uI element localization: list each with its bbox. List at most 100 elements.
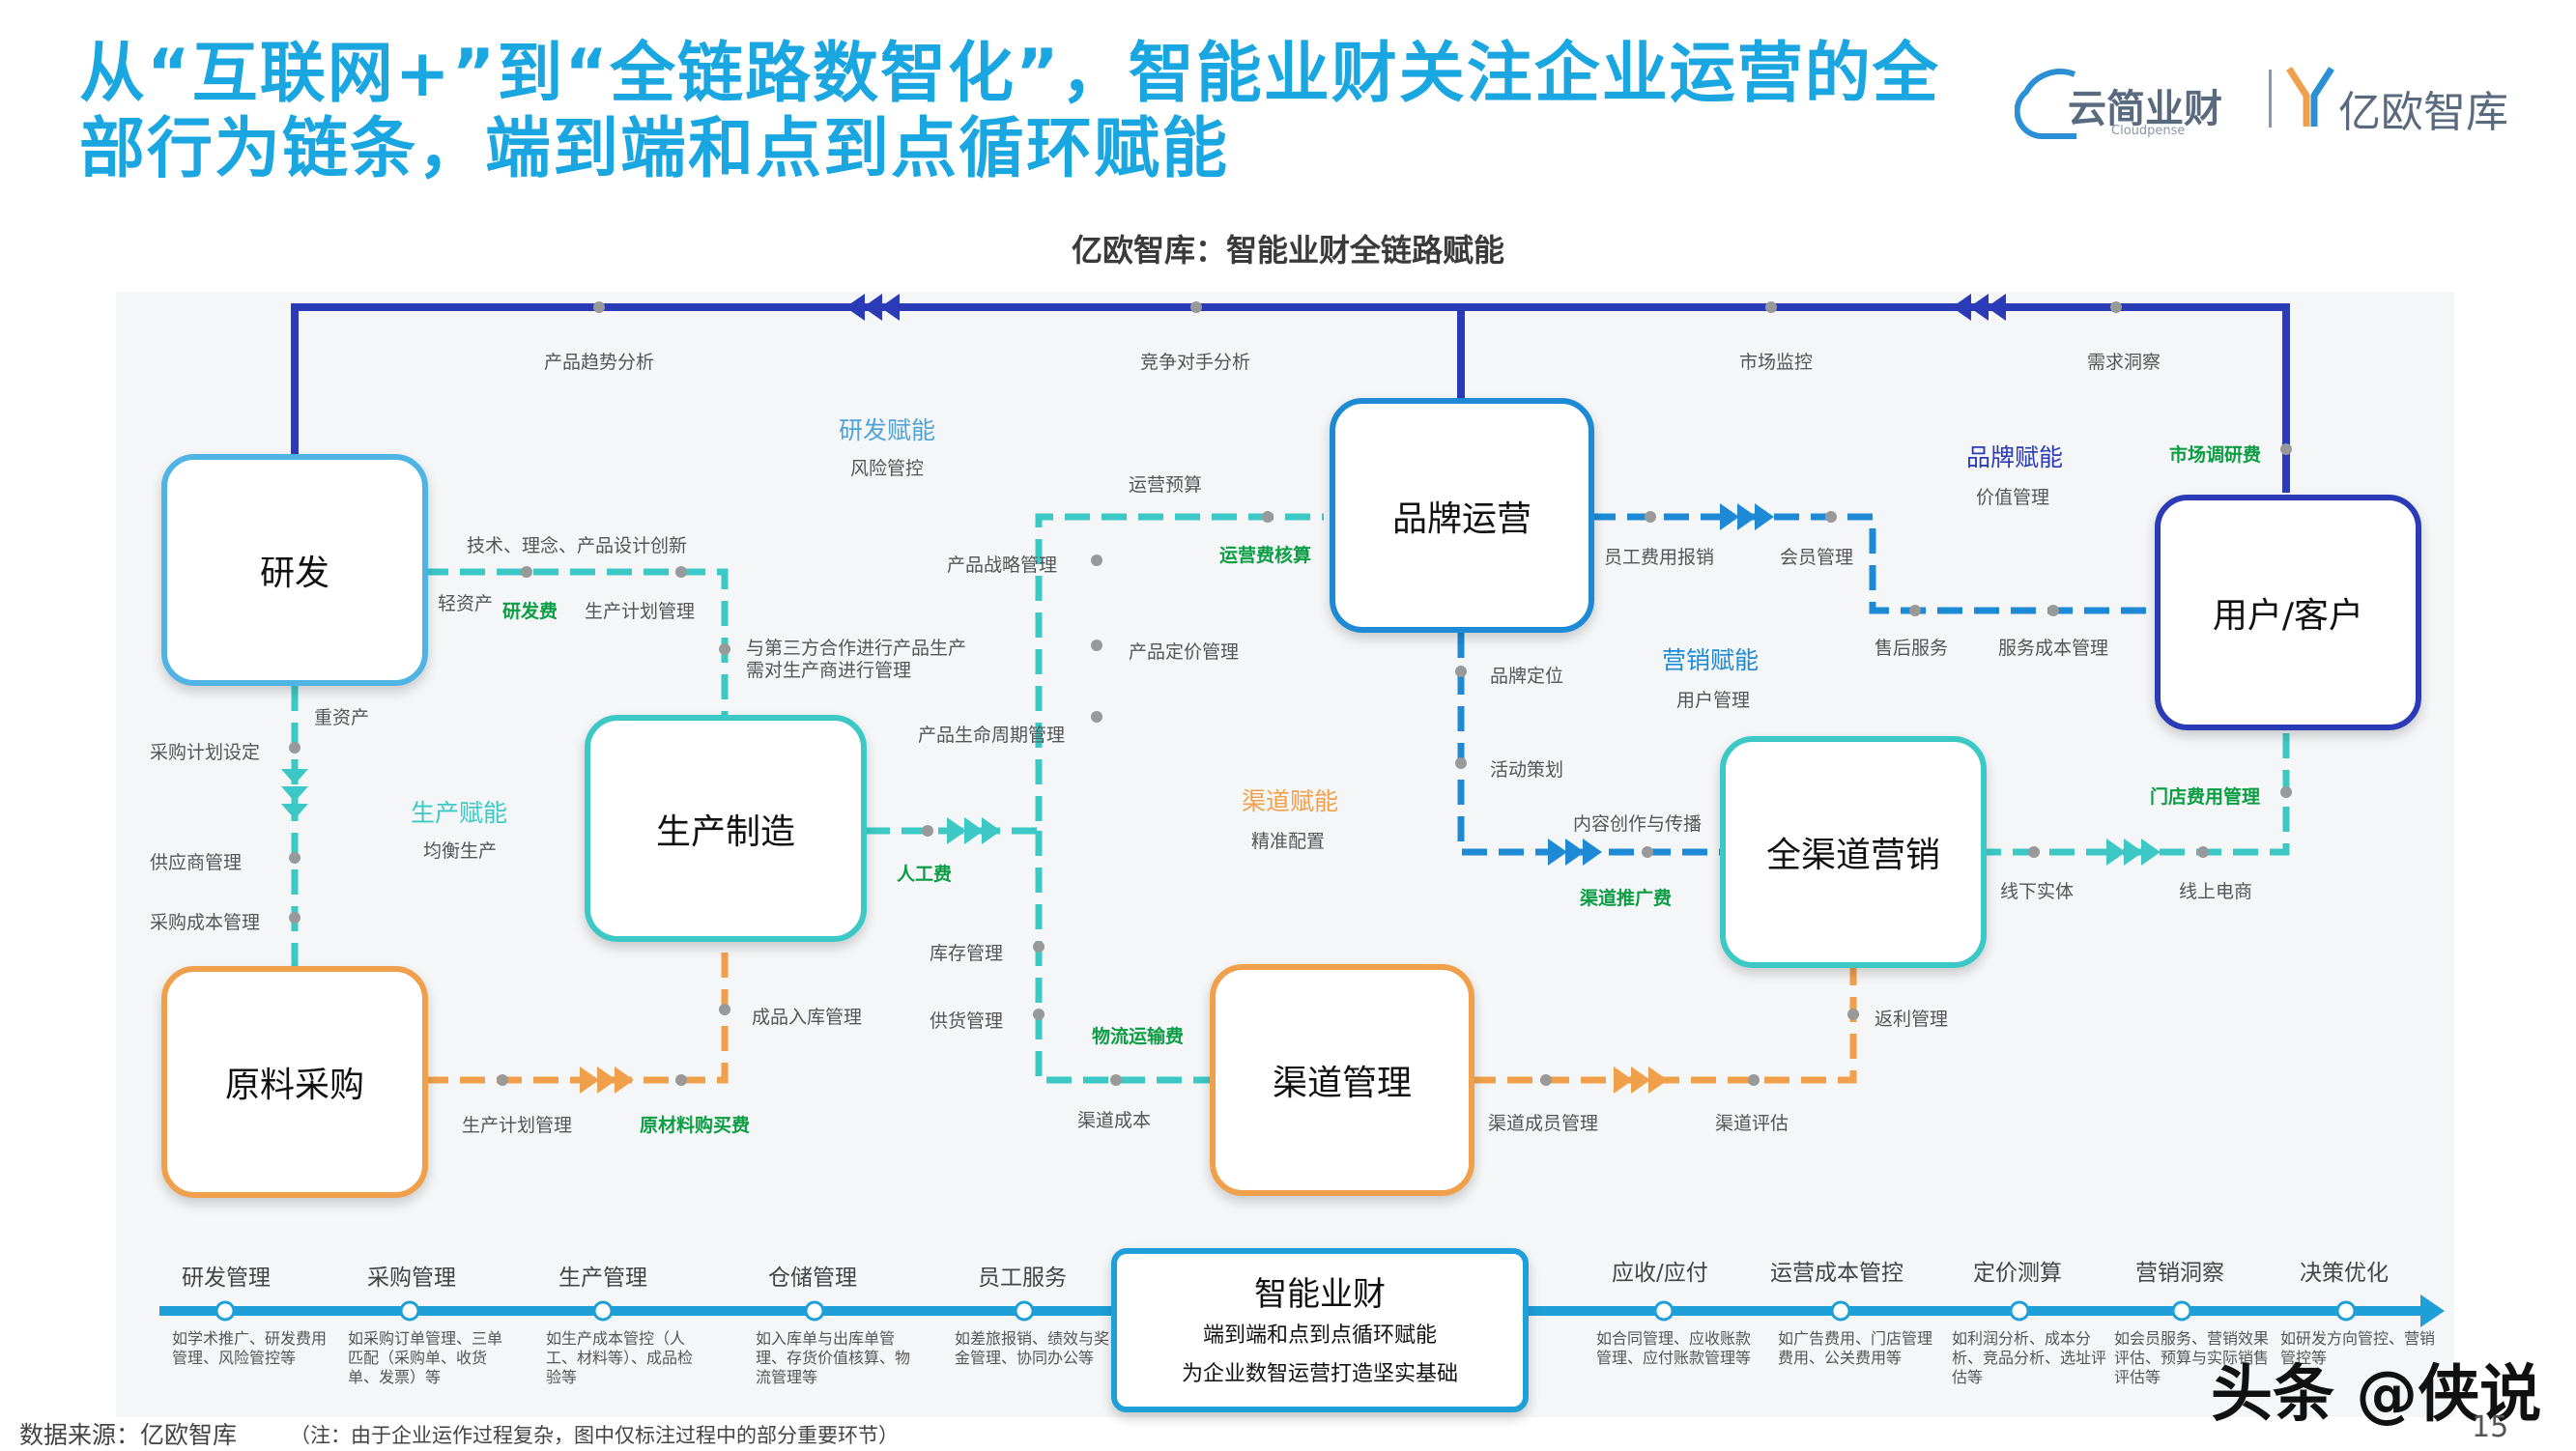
label-purchase-cost: 采购成本管理 xyxy=(150,912,261,933)
label-prod-plan-2: 生产计划管理 xyxy=(462,1115,573,1136)
production-to-channel xyxy=(1035,831,1213,1084)
label-competitor: 竞争对手分析 xyxy=(1140,352,1251,373)
timeline-ar-ap-desc: 如合同管理、应收账款管理、应付账款管理等 xyxy=(1596,1329,1752,1367)
yiou-logo-icon xyxy=(2286,67,2334,127)
section-rnd-sub: 风险管控 xyxy=(850,458,925,479)
timeline-warehouse-desc: 如入库单与出库单管理、存货价值核算、物流管理等 xyxy=(756,1329,911,1386)
timeline-ar-ap-head: 应收/应付 xyxy=(1612,1261,1708,1286)
label-rebate: 返利管理 xyxy=(1875,1009,1949,1030)
section-channel-title: 渠道赋能 xyxy=(1242,787,1339,815)
label-partner-mgmt: 渠道成员管理 xyxy=(1488,1113,1599,1134)
channel-to-omni xyxy=(1471,968,1857,1084)
label-material-fee: 原材料购买费 xyxy=(640,1115,751,1136)
timeline-decision-desc: 如研发方向管控、营销管控等 xyxy=(2280,1329,2436,1367)
node-brand: 品牌运营 xyxy=(1330,398,1594,633)
label-positioning: 品牌定位 xyxy=(1490,666,1564,687)
diagram-title: 亿欧智库：智能业财全链路赋能 xyxy=(1071,232,1504,269)
label-inventory: 库存管理 xyxy=(930,943,1004,964)
rnd-to-production xyxy=(423,568,729,715)
cyan-arrows xyxy=(281,769,2161,866)
label-activity: 活动策划 xyxy=(1490,759,1564,781)
timeline-production-head: 生产管理 xyxy=(558,1266,647,1291)
page-title: 从“互联网+”到“全链路数智化”，智能业财关注企业运营的全部行为链条，端到端和点… xyxy=(79,36,1940,187)
timeline-insight-head: 营销洞察 xyxy=(2135,1261,2224,1286)
label-light-asset: 轻资产 xyxy=(438,593,494,614)
section-production-sub: 均衡生产 xyxy=(423,840,498,862)
cloudpense-logo-icon xyxy=(2015,69,2076,140)
timeline-insight-desc: 如会员服务、营销效果评估、预算与实际销售评估等 xyxy=(2114,1329,2270,1386)
label-rnd-fee: 研发费 xyxy=(502,601,558,622)
timeline-rnd-desc: 如学术推广、研发费用管理、风险管控等 xyxy=(172,1329,328,1367)
timeline-warehouse-head: 仓储管理 xyxy=(768,1266,857,1291)
label-pricing: 产品定价管理 xyxy=(1129,641,1240,663)
timeline-opcost-head: 运营成本管控 xyxy=(1770,1261,1903,1286)
timeline-procure-head: 采购管理 xyxy=(367,1266,456,1291)
node-procurement: 原料采购 xyxy=(161,966,428,1198)
node-rnd: 研发 xyxy=(161,454,428,686)
label-supply: 供货管理 xyxy=(930,1010,1004,1032)
page-number: 15 xyxy=(2472,1410,2509,1444)
label-market-monitor: 市场监控 xyxy=(1739,352,1814,373)
label-demand: 需求洞察 xyxy=(2087,352,2161,373)
footer-note: （注：由于企业运作过程复杂，图中仅标注过程中的部分重要环节） xyxy=(290,1424,899,1447)
node-channel-mgmt: 渠道管理 xyxy=(1210,964,1474,1196)
node-customer: 用户/客户 xyxy=(2155,495,2421,730)
center-line-2: 为企业数智运营打造坚实基础 xyxy=(1181,1362,1458,1386)
label-supplier: 供应商管理 xyxy=(150,852,243,873)
timeline-opcost-desc: 如广告费用、门店管理费用、公关费用等 xyxy=(1778,1329,1933,1367)
logo-divider xyxy=(2269,70,2272,128)
cloudpense-logo-subtext: Cloudpense xyxy=(2111,124,2186,138)
label-member: 会员管理 xyxy=(1780,547,1854,568)
timeline-pricing-desc: 如利润分析、成本分析、竞品分析、选址评估等 xyxy=(1952,1329,2107,1386)
top-arrows xyxy=(845,294,2006,321)
label-channel-cost: 渠道成本 xyxy=(1077,1110,1152,1131)
procurement-to-production xyxy=(423,942,729,1084)
label-strategy: 产品战略管理 xyxy=(947,555,1058,576)
cloudpense-logo-text: 云简业财 xyxy=(2068,87,2222,131)
label-heavy-asset: 重资产 xyxy=(314,707,370,728)
label-ops-budget: 运营预算 xyxy=(1129,474,1203,496)
label-third-party: 与第三方合作进行产品生产需对生产商进行管理 xyxy=(746,638,967,681)
brand-to-customer xyxy=(1590,513,2151,614)
label-service-cost: 服务成本管理 xyxy=(1998,638,2109,659)
label-trend: 产品趋势分析 xyxy=(544,352,655,373)
label-content: 内容创作与传播 xyxy=(1573,813,1703,835)
brand-to-omni xyxy=(1457,633,1720,856)
yiou-logo-text: 亿欧智库 xyxy=(2338,88,2508,137)
label-labor-fee: 人工费 xyxy=(897,864,953,885)
label-channel-eval: 渠道评估 xyxy=(1715,1113,1789,1134)
label-warehouse-in: 成品入库管理 xyxy=(752,1007,863,1028)
label-market-research-fee: 市场调研费 xyxy=(2169,444,2262,466)
timeline-production-desc: 如生产成本管控（人工、材料等）、成品检验等 xyxy=(546,1329,694,1386)
top-loop-line xyxy=(291,303,2290,493)
section-channel-sub: 精准配置 xyxy=(1251,831,1326,852)
section-brand-title: 品牌赋能 xyxy=(1966,443,2064,471)
timeline-decision-head: 决策优化 xyxy=(2300,1261,2389,1286)
timeline-staff-desc: 如差旅报销、绩效与奖金管理、协同办公等 xyxy=(955,1329,1110,1367)
label-online: 线上电商 xyxy=(2179,881,2253,902)
section-marketing-sub: 用户管理 xyxy=(1676,690,1751,711)
section-rnd-title: 研发赋能 xyxy=(839,416,936,444)
omni-to-customer xyxy=(1976,729,2290,856)
section-marketing-title: 营销赋能 xyxy=(1662,646,1760,674)
blue-arrows xyxy=(1548,503,1774,866)
timeline-rnd-head: 研发管理 xyxy=(182,1266,271,1291)
data-source: 数据来源：亿欧智库 xyxy=(19,1421,238,1449)
connector-dots xyxy=(289,301,2292,1086)
label-store-fee: 门店费用管理 xyxy=(2150,786,2261,808)
timeline-pricing-head: 定价测算 xyxy=(1973,1261,2062,1286)
label-tech: 技术、理念、产品设计创新 xyxy=(467,535,688,556)
node-omni-marketing: 全渠道营销 xyxy=(1720,736,1987,968)
section-brand-sub: 价值管理 xyxy=(1976,487,2050,508)
label-after-sales: 售后服务 xyxy=(1875,638,1949,659)
label-purchase-plan: 采购计划设定 xyxy=(150,742,261,763)
timeline-procure-desc: 如采购订单管理、三单匹配（采购单、收货单、发票）等 xyxy=(348,1329,503,1386)
section-production-title: 生产赋能 xyxy=(411,799,508,827)
label-logistics-fee: 物流运输费 xyxy=(1092,1026,1185,1047)
label-promo-fee: 渠道推广费 xyxy=(1580,888,1673,909)
center-title: 智能业财 xyxy=(1254,1275,1386,1314)
label-lifecycle: 产品生命周期管理 xyxy=(918,725,1066,746)
center-summary-box: 智能业财 端到端和点到点循环赋能 为企业数智运营打造坚实基础 xyxy=(1111,1248,1529,1412)
center-line-1: 端到端和点到点循环赋能 xyxy=(1202,1323,1437,1348)
watermark: 头条 @侠说 xyxy=(2211,1359,2542,1431)
